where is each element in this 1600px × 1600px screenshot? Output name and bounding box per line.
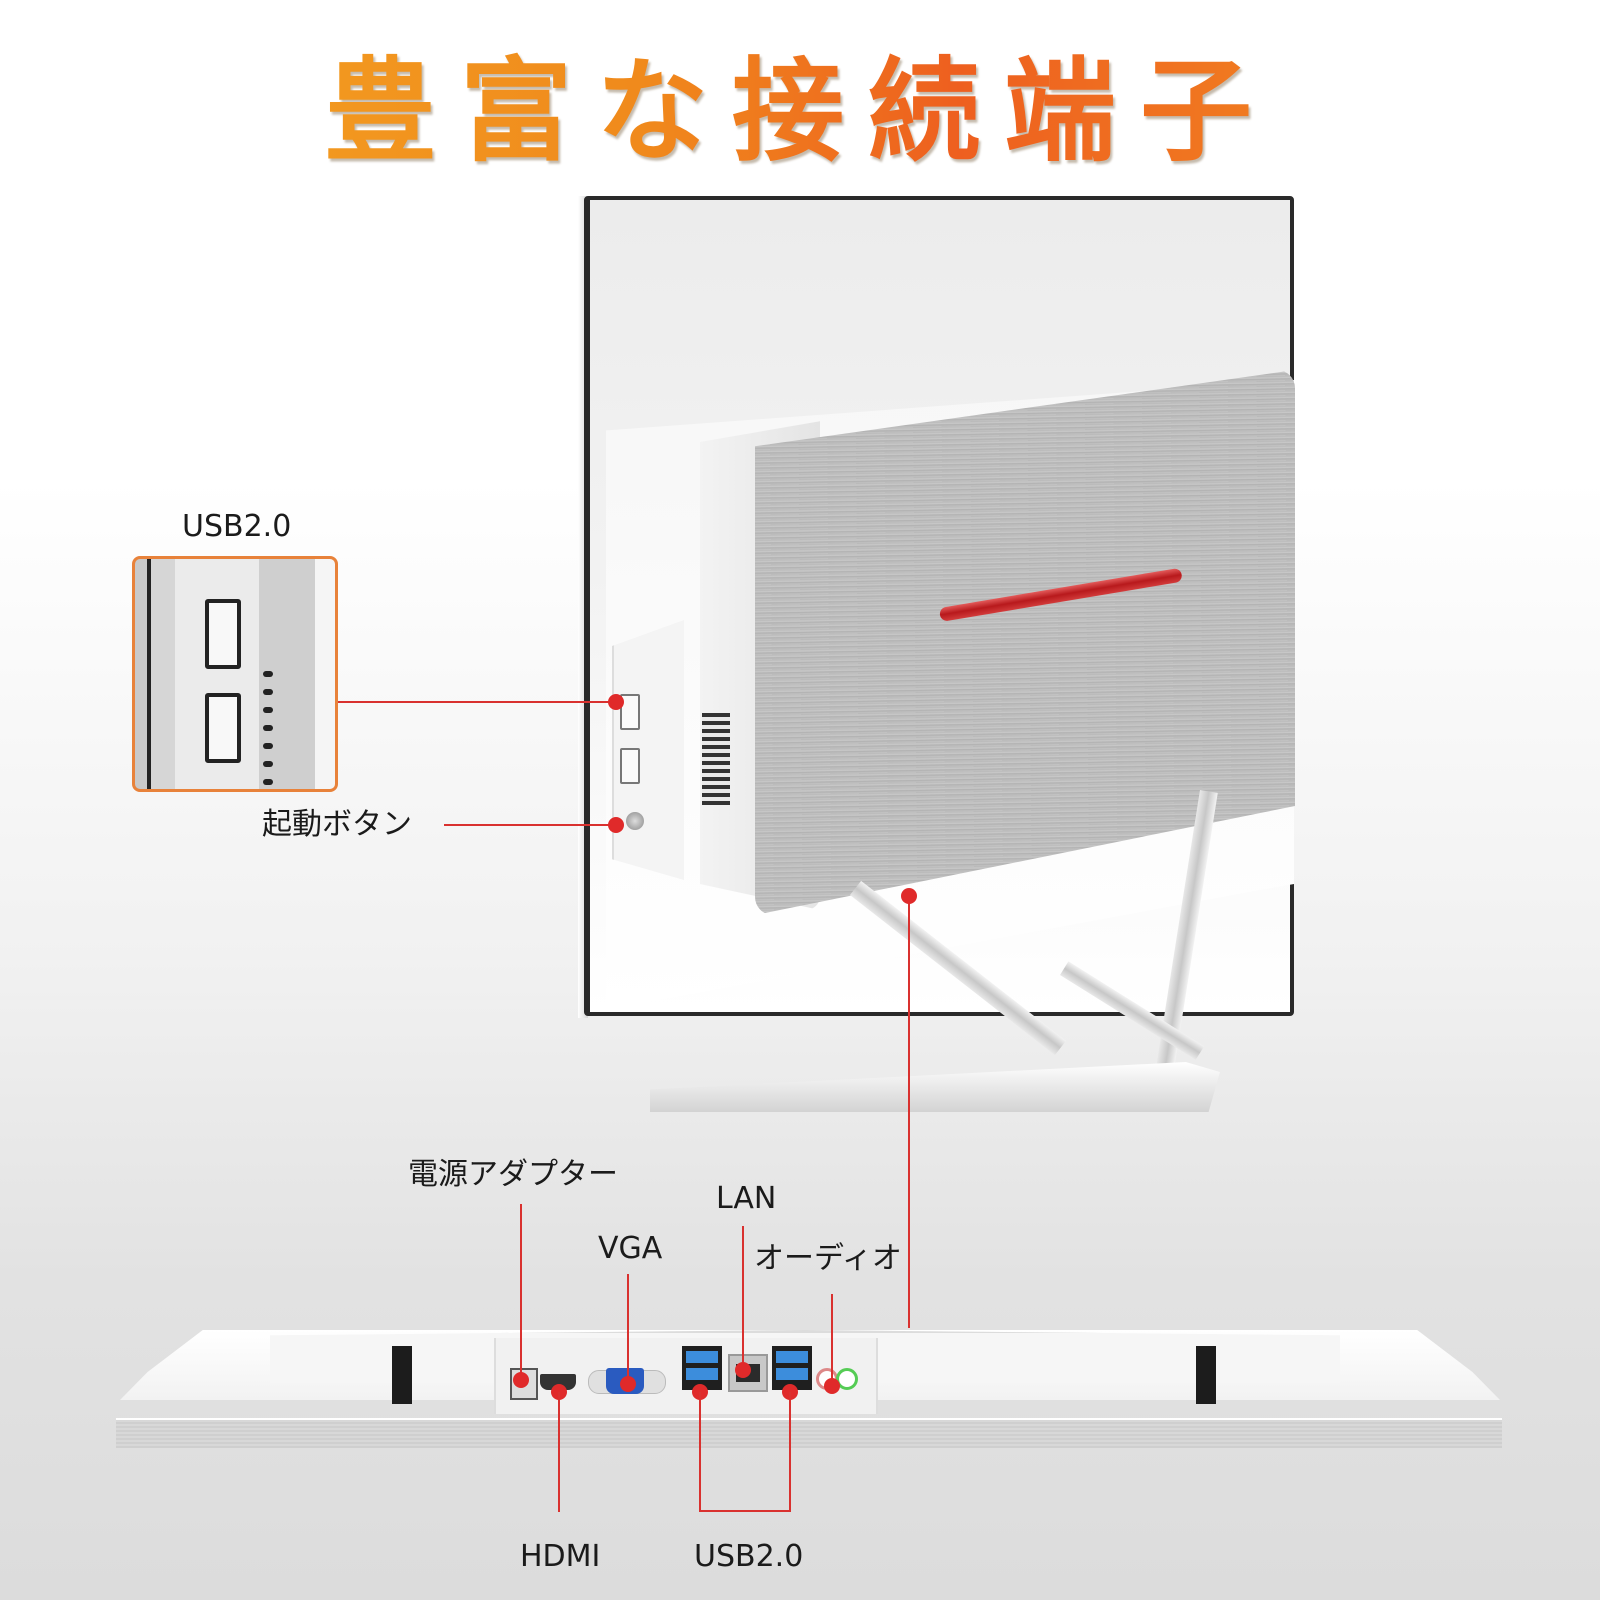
monitor-edge bbox=[578, 196, 588, 1018]
vga-dot bbox=[620, 1376, 636, 1392]
usb-port-pair-icon bbox=[772, 1346, 812, 1390]
io-panel bbox=[494, 1338, 878, 1414]
vga-line bbox=[627, 1274, 629, 1384]
usb-callout-line bbox=[338, 701, 616, 703]
hdmi-label: HDMI bbox=[520, 1539, 601, 1574]
audio-label: オーディオ bbox=[754, 1241, 902, 1276]
usb-port-icon bbox=[205, 693, 241, 763]
stand-base bbox=[650, 1062, 1220, 1112]
mount-slot bbox=[392, 1346, 412, 1404]
side-usb-port-1 bbox=[620, 694, 640, 730]
vent-slot bbox=[263, 779, 273, 785]
mount-slot bbox=[1196, 1346, 1216, 1404]
headphone-jack-icon bbox=[836, 1368, 858, 1390]
usb-callout-dot bbox=[608, 694, 624, 710]
usb-zoom-inset bbox=[132, 556, 338, 792]
hdmi-line bbox=[558, 1392, 560, 1512]
io-location-line bbox=[908, 900, 910, 1328]
power-adapter-dot bbox=[513, 1372, 529, 1388]
usb-line-left bbox=[699, 1392, 701, 1512]
vent-slot bbox=[263, 743, 273, 749]
vent-slot bbox=[263, 671, 273, 677]
vent-slot bbox=[263, 689, 273, 695]
vent-slot bbox=[263, 725, 273, 731]
power-button-label: 起動ボタン bbox=[262, 807, 412, 842]
vent-slot bbox=[263, 707, 273, 713]
usb-line-right bbox=[789, 1392, 791, 1512]
usb-port-icon bbox=[205, 599, 241, 669]
lan-line bbox=[742, 1226, 744, 1368]
usb-bottom-label: USB2.0 bbox=[694, 1539, 804, 1574]
usb-port-pair-icon bbox=[682, 1346, 722, 1390]
power-adapter-label: 電源アダプター bbox=[408, 1157, 618, 1192]
lan-dot bbox=[735, 1362, 751, 1378]
power-adapter-line bbox=[520, 1204, 522, 1380]
power-button-icon bbox=[626, 812, 644, 830]
page-title: 豊富な接続端子 bbox=[0, 52, 1600, 172]
io-location-dot bbox=[901, 888, 917, 904]
side-usb-port-2 bbox=[620, 748, 640, 784]
hdmi-port-icon bbox=[540, 1374, 576, 1390]
audio-line bbox=[831, 1294, 833, 1384]
lan-label: LAN bbox=[716, 1181, 777, 1216]
usb-bracket-line bbox=[699, 1510, 791, 1512]
side-vent-icon bbox=[702, 713, 730, 805]
audio-dot bbox=[824, 1378, 840, 1394]
power-callout-line bbox=[444, 824, 616, 826]
vent-slot bbox=[263, 761, 273, 767]
power-callout-dot bbox=[608, 817, 624, 833]
vga-label: VGA bbox=[598, 1231, 663, 1266]
bottom-bezel-strip bbox=[116, 1418, 1502, 1448]
usb-inset-label: USB2.0 bbox=[182, 509, 292, 544]
